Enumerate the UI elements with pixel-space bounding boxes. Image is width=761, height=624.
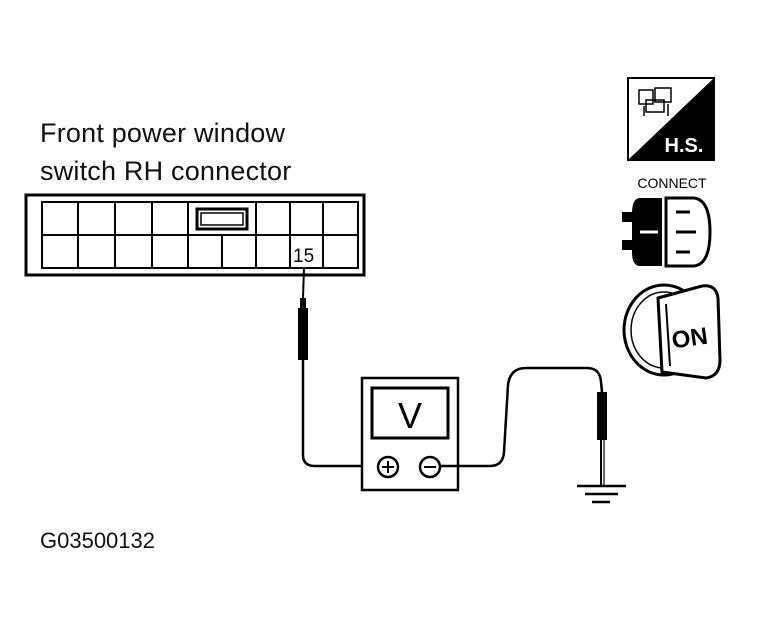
- ignition-key-icon: [622, 283, 722, 380]
- voltmeter-label: V: [398, 395, 422, 436]
- connector: [24, 193, 366, 277]
- ground-icon: [577, 484, 626, 504]
- connector-title-line1: Front power window: [40, 118, 286, 148]
- connect-label: CONNECT: [637, 175, 707, 191]
- positive-probe: [298, 267, 378, 468]
- connector-title-line2: switch RH connector: [40, 156, 292, 186]
- hs-icon: [627, 77, 715, 161]
- negative-probe: [440, 366, 607, 486]
- connector-plug-icon: [622, 196, 712, 268]
- figure-code: G03500132: [40, 528, 155, 553]
- hs-label: H.S.: [665, 135, 704, 157]
- ignition-on-label: ON: [670, 323, 709, 355]
- voltmeter: [360, 376, 460, 492]
- terminal-15-label: 15: [293, 246, 314, 267]
